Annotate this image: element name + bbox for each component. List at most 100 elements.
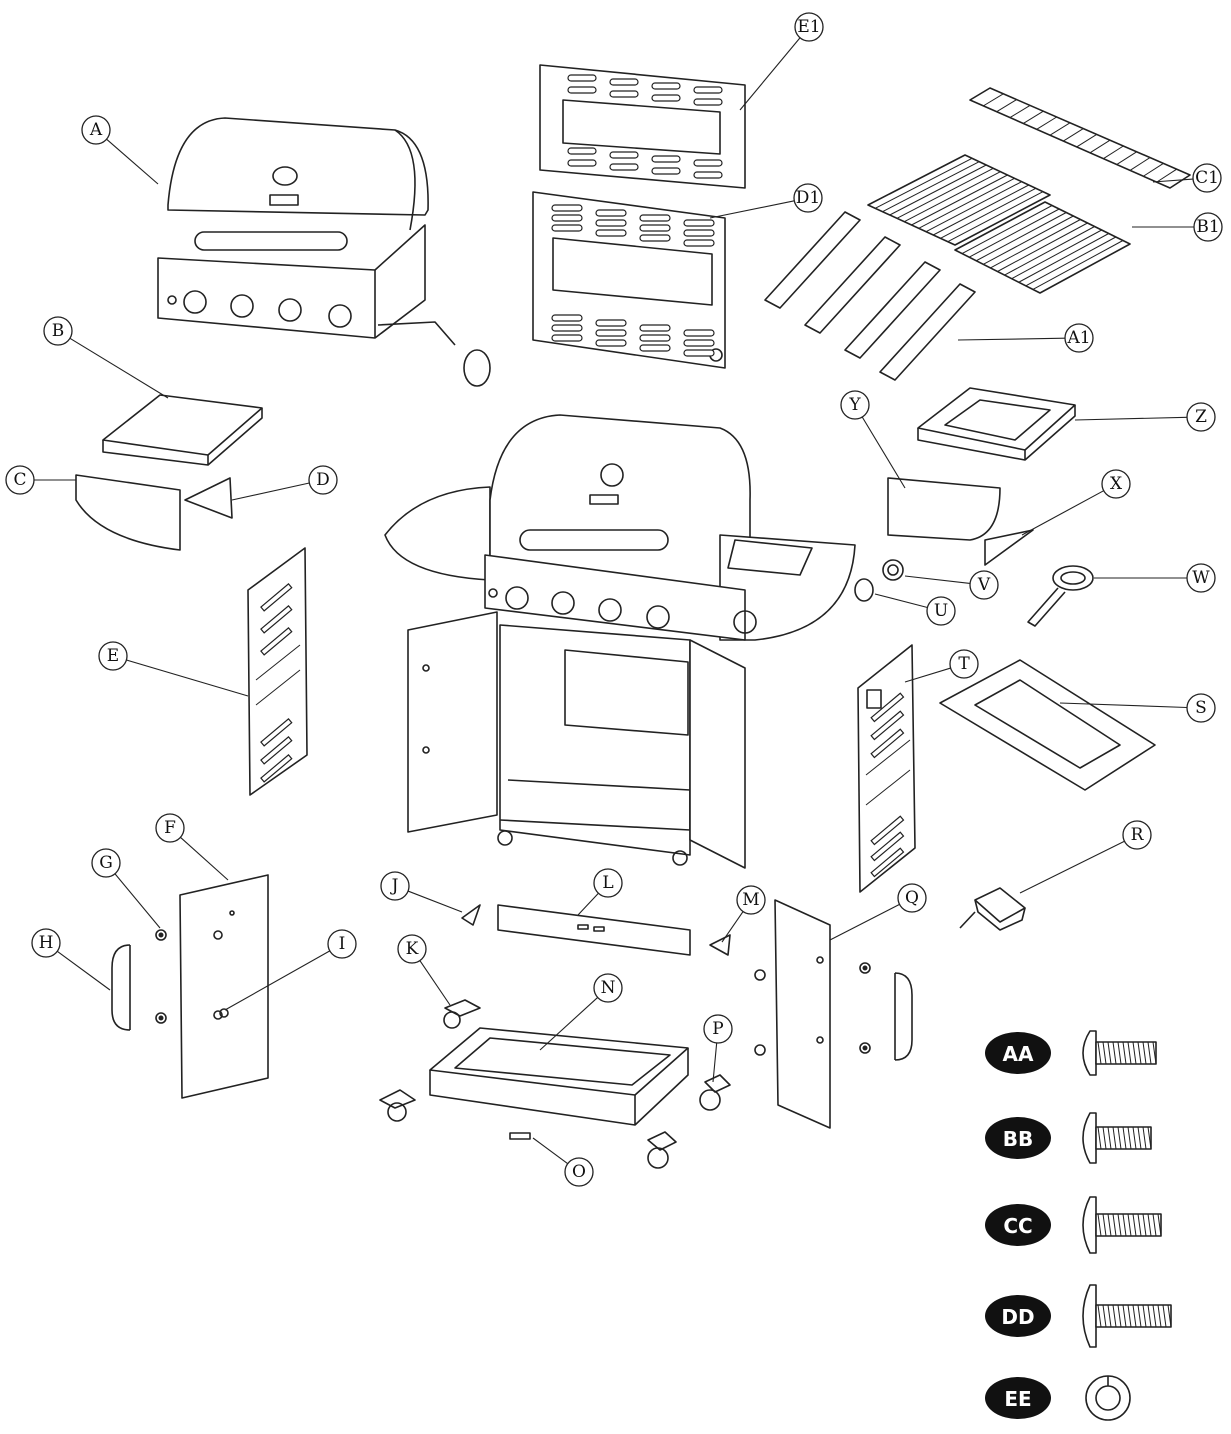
leader-d1 (709, 200, 795, 219)
hardware-badge (985, 1377, 1051, 1419)
callout-h: H (31, 928, 61, 958)
callout-circle (1186, 402, 1216, 432)
callout-circle (1193, 212, 1223, 242)
leader-f (180, 836, 229, 881)
leader-p (712, 1042, 718, 1083)
part-left-side-panel (247, 547, 308, 796)
hardware-badge (985, 1117, 1051, 1159)
callout-circle (308, 465, 338, 495)
callout-circle (1122, 820, 1152, 850)
leader-e1 (739, 37, 801, 111)
hardware-bb: BB (985, 1112, 1152, 1164)
callout-b: B (43, 316, 73, 346)
callout-z: Z (1186, 402, 1216, 432)
callout-u: U (926, 596, 956, 626)
callout-x: X (1101, 469, 1131, 499)
callout-label: V (977, 575, 991, 595)
leader-s (1059, 702, 1188, 709)
hardware-badge (985, 1032, 1051, 1074)
callout-label: X (1110, 474, 1123, 494)
leader-lines (34, 37, 1194, 1165)
callout-circle (840, 390, 870, 420)
callout-circle (1186, 693, 1216, 723)
callout-circle (1101, 469, 1131, 499)
callout-circle (98, 641, 128, 671)
callout-m: M (736, 885, 766, 915)
hardware-label: CC (1003, 1214, 1032, 1238)
leader-r (1019, 840, 1125, 894)
callout-label: A (89, 120, 103, 140)
callout-circle (794, 12, 824, 42)
callout-circle (969, 570, 999, 600)
callout-q: Q (897, 883, 927, 913)
leader-i (224, 950, 331, 1011)
callout-circle (897, 883, 927, 913)
callout-circle (703, 1014, 733, 1044)
callout-label: B (52, 321, 65, 341)
callout-g: G (91, 848, 121, 878)
callout-label: C (13, 470, 26, 490)
part-left-hardware (111, 929, 229, 1031)
callout-f: F (155, 813, 185, 843)
hardware-label: AA (1003, 1042, 1034, 1066)
callout-t: T (949, 649, 979, 679)
callout-label: D (316, 470, 330, 490)
callout-circle (1064, 323, 1094, 353)
hardware-badge (985, 1204, 1051, 1246)
hardware-aa: AA (985, 1030, 1157, 1076)
callout-circle (81, 115, 111, 145)
leader-g (114, 873, 161, 929)
callout-c1: C1 (1192, 163, 1222, 193)
callout-label: K (406, 939, 419, 959)
leader-m (721, 911, 744, 943)
leader-q (829, 903, 900, 941)
leader-v (904, 575, 971, 584)
callout-label: O (572, 1162, 586, 1182)
callout-circle (1192, 163, 1222, 193)
part-rear-panel (539, 64, 746, 189)
callout-circle (327, 929, 357, 959)
leader-h (56, 950, 111, 991)
callout-n: N (593, 973, 623, 1003)
callout-label: C1 (1195, 168, 1219, 188)
hardware-label: EE (1004, 1387, 1031, 1411)
part-right-side-panel (857, 644, 916, 893)
callout-label: B1 (1196, 217, 1219, 237)
callout-label: W (1192, 568, 1210, 588)
part-side-knob (854, 559, 1094, 627)
part-flame-tamers (764, 211, 976, 381)
callout-circle (31, 928, 61, 958)
part-grease-tray (939, 659, 1156, 791)
leader-l (577, 892, 599, 916)
callout-d: D (308, 465, 338, 495)
callout-label: P (712, 1019, 723, 1039)
callout-c: C (5, 465, 35, 495)
leader-a1 (957, 337, 1066, 341)
callout-label: A1 (1066, 328, 1090, 348)
callout-label: Q (905, 888, 919, 908)
callout-o: O (564, 1157, 594, 1187)
callout-circle (736, 885, 766, 915)
callout-k: K (397, 934, 427, 964)
callout-circle (793, 183, 823, 213)
callout-a: A (81, 115, 111, 145)
callout-y: Y (840, 390, 870, 420)
callout-d1: D1 (793, 183, 823, 213)
callout-circle (926, 596, 956, 626)
callout-circle (564, 1157, 594, 1187)
leader-o (532, 1137, 569, 1165)
bolt-icon (1082, 1196, 1162, 1254)
part-casters (379, 999, 731, 1169)
leader-x (1021, 490, 1104, 536)
callout-label: Y (848, 395, 861, 415)
hardware-label: BB (1003, 1127, 1034, 1151)
callout-circle (380, 871, 410, 901)
callout-label: G (99, 853, 113, 873)
part-right-shelf (887, 387, 1076, 566)
callout-circle (949, 649, 979, 679)
leader-n (539, 997, 599, 1051)
callout-label: E (107, 646, 119, 666)
